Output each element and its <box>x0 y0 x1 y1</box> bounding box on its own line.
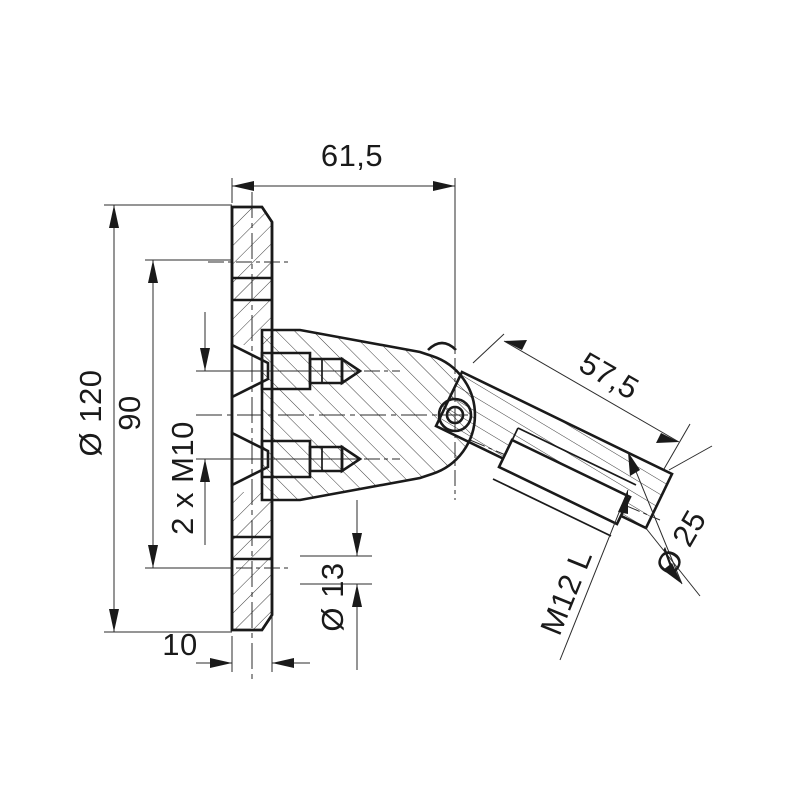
flange-hatch-mid-lower <box>232 492 272 537</box>
dim-61-5-arrow-right <box>433 181 455 191</box>
dim-120-arrow-bottom <box>109 609 119 632</box>
dim-120-arrow-top <box>109 205 119 228</box>
dim-25-ext-upper <box>668 445 713 471</box>
arm-thread-minor-lower <box>492 478 612 537</box>
dim-25-line <box>627 451 683 585</box>
dim-90-arrow-top <box>148 260 158 283</box>
body-outline <box>260 328 477 502</box>
body-hatch-fill <box>262 330 475 500</box>
countersunk-screw-lower <box>230 430 363 488</box>
countersunk-screw-upper <box>230 342 363 400</box>
upper-screw-head <box>260 351 312 391</box>
dim-90-text: 90 <box>112 395 147 430</box>
mounting-flange-plate <box>230 205 274 632</box>
tapered-body <box>260 328 477 502</box>
dim-25-arrow-upper <box>628 452 640 476</box>
dim-90-arrow-bottom <box>148 545 158 568</box>
dim-61-5-text: 61,5 <box>321 138 383 173</box>
dim-57-5-line <box>503 340 680 443</box>
upper-screw-point <box>340 356 363 386</box>
dim-57-5-arrow-end <box>656 433 679 443</box>
arm-bore-fill <box>499 440 630 524</box>
flange-outline-overstroke <box>230 205 274 632</box>
pivot-boss-lug <box>427 341 457 351</box>
lower-screw-countersink <box>230 430 270 488</box>
dim-13-text: Ø 13 <box>315 562 350 631</box>
dim-25-arrow-lower <box>663 563 682 584</box>
dim-m10-arrow-top <box>200 348 210 371</box>
dim-57-5-ext-end <box>663 423 691 470</box>
m12-leader-arrow <box>618 490 628 514</box>
flange-hatch-mid-upper <box>232 300 272 345</box>
lower-screw-point <box>340 444 363 474</box>
dim-57-5-ext-start <box>472 333 505 364</box>
dim-10-text: 10 <box>162 627 197 662</box>
dim-m10-text: 2 x M10 <box>165 421 200 535</box>
dim-m10-arrow-bottom <box>200 459 210 482</box>
dimension-diameter-13: Ø 13 <box>300 500 372 670</box>
dimension-90: 90 <box>112 259 232 569</box>
dimension-10: 10 <box>162 616 310 672</box>
lower-screw-head <box>260 439 312 479</box>
dim-120-text: Ø 120 <box>73 370 108 457</box>
dimension-diameter-120: Ø 120 <box>73 204 232 633</box>
flange-hatch-top <box>232 207 272 300</box>
arm-bore-mouth <box>505 427 519 454</box>
m12-leader-line <box>559 489 629 661</box>
pivot-outer-circle <box>437 397 473 433</box>
dim-61-5-arrow-left <box>232 181 254 191</box>
upper-screw-countersink <box>230 342 270 400</box>
dimension-61-5: 61,5 <box>231 138 456 350</box>
dim-57-5-arrow-start <box>504 340 527 350</box>
flange-hatch-bottom <box>232 537 272 630</box>
dim-13-arrow-top <box>352 533 362 556</box>
dim-10-arrow-left <box>210 658 232 668</box>
arm-thread-minor-upper <box>517 427 637 486</box>
angled-arm <box>434 370 674 537</box>
pivot-pin <box>437 397 473 433</box>
dim-10-arrow-right <box>272 658 294 668</box>
dimension-2-x-m10: 2 x M10 <box>165 312 240 545</box>
dim-13-arrow-bottom <box>352 584 362 607</box>
